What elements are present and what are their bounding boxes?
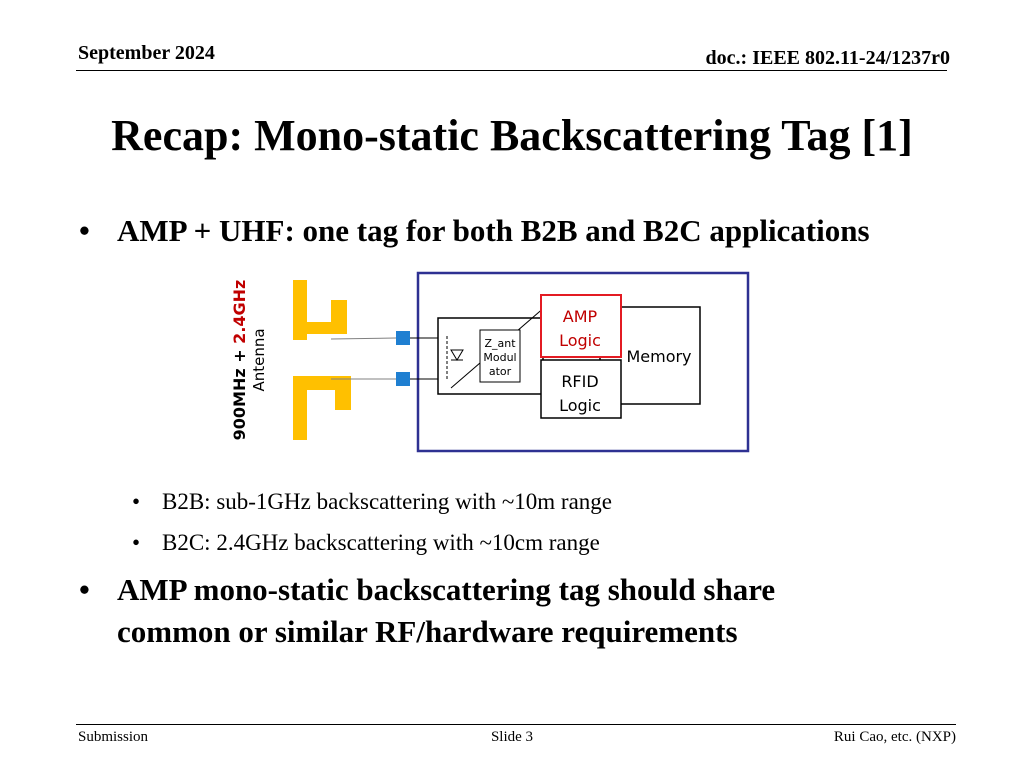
sub-bullet-b2b: • B2B: sub-1GHz backscattering with ~10m… bbox=[132, 487, 612, 517]
antenna-freq-900: 900MHz + bbox=[230, 344, 249, 441]
z-ant-modulator-line1: Z_ant bbox=[484, 337, 516, 350]
antenna-upper-icon bbox=[293, 280, 347, 340]
antenna-label: Antenna bbox=[250, 328, 268, 391]
header-divider bbox=[76, 70, 947, 71]
rf-port-upper bbox=[396, 331, 410, 345]
memory-label: Memory bbox=[626, 347, 691, 366]
amp-logic-line1: AMP bbox=[563, 307, 598, 326]
bullet-amp-uhf: • AMP + UHF: one tag for both B2B and B2… bbox=[79, 210, 870, 252]
bullet-text-line2: common or similar RF/hardware requiremen… bbox=[117, 614, 738, 649]
rfid-logic-block bbox=[540, 359, 622, 419]
amp-logic-block bbox=[540, 294, 622, 358]
footer-divider bbox=[76, 724, 956, 725]
bullet-text-line1: AMP mono-static backscattering tag shoul… bbox=[117, 572, 776, 607]
footer-submission: Submission bbox=[78, 729, 149, 745]
bullet-text: AMP + UHF: one tag for both B2B and B2C … bbox=[117, 213, 870, 248]
rfid-logic-line1: RFID bbox=[561, 372, 598, 391]
tag-block-diagram: 900MHz + 2.4GHz Antenna Memory Z_ant Mod… bbox=[230, 271, 750, 453]
bullet-marker: • bbox=[79, 572, 90, 607]
feed-line-upper bbox=[330, 337, 397, 340]
sub-bullet-b2c: • B2C: 2.4GHz backscattering with ~10cm … bbox=[132, 528, 600, 558]
header-doc-id: doc.: IEEE 802.11-24/1237r0 bbox=[705, 47, 950, 69]
footer-slide-number: Slide 3 bbox=[490, 729, 534, 745]
sub-bullet-text: B2C: 2.4GHz backscattering with ~10cm ra… bbox=[162, 530, 600, 555]
rf-port-lower bbox=[396, 372, 410, 386]
amp-logic-line2: Logic bbox=[559, 331, 601, 350]
diode-icon bbox=[450, 349, 464, 361]
antenna-freq-label: 900MHz + 2.4GHz bbox=[230, 280, 249, 441]
antenna-freq-24: 2.4GHz bbox=[230, 280, 249, 344]
sub-bullet-marker: • bbox=[132, 489, 141, 514]
z-ant-modulator-line3: ator bbox=[489, 365, 512, 378]
header-date: September 2024 bbox=[78, 42, 215, 64]
slide-title: Recap: Mono-static Backscattering Tag [1… bbox=[111, 111, 913, 160]
z-ant-modulator bbox=[479, 329, 521, 383]
sub-bullet-text: B2B: sub-1GHz backscattering with ~10m r… bbox=[162, 489, 612, 514]
bullet-marker: • bbox=[79, 213, 90, 248]
sub-bullet-marker: • bbox=[132, 530, 141, 555]
footer-author: Rui Cao, etc. (NXP) bbox=[833, 729, 956, 745]
tag-enclosure bbox=[416, 271, 750, 453]
rfid-logic-line2: Logic bbox=[559, 396, 601, 415]
z-ant-modulator-line2: Modul bbox=[483, 351, 516, 364]
antenna-lower-icon bbox=[293, 376, 351, 440]
bullet-shared-requirements: • AMP mono-static backscattering tag sho… bbox=[79, 569, 776, 653]
